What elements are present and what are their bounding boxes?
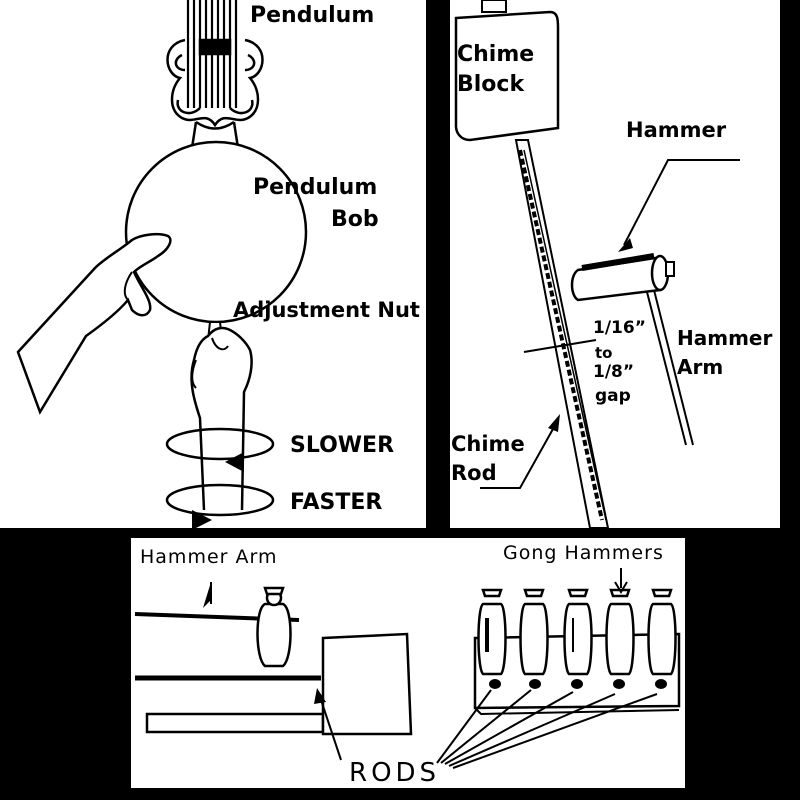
chime-block-c xyxy=(321,632,413,736)
pendulum-bob xyxy=(124,140,308,324)
right-hand xyxy=(190,326,253,511)
hammer-arm-label-c: Hammer Arm xyxy=(140,546,278,568)
chime-illustration xyxy=(454,0,740,528)
rods-arrows xyxy=(436,689,658,769)
hammer-arm-label-line1: Hammer xyxy=(677,326,773,350)
chime-block xyxy=(454,10,560,142)
pendulum-adjustment-panel: Pendulum Pendulum Bob Adjustment Nut SLO… xyxy=(0,0,426,528)
gong-illustration xyxy=(134,568,681,769)
chime-rod xyxy=(514,139,610,528)
chime-gap-panel: Chime Block Hammer Hammer Arm 1/16” to 1… xyxy=(450,0,780,528)
hammer-label: Hammer xyxy=(626,118,727,142)
adjustment-nut-label: Adjustment Nut xyxy=(233,298,420,322)
gap-label-line4: gap xyxy=(595,386,631,406)
pendulum-illustration xyxy=(16,0,308,528)
gong-hammer-3 xyxy=(563,588,593,676)
rod-ends xyxy=(489,679,667,689)
chime-block-label-line1: Chime xyxy=(457,42,535,67)
rotation-arrows xyxy=(165,427,275,517)
gong-hammer-2 xyxy=(519,588,549,676)
gap-label-line3: 1/8” xyxy=(593,362,635,382)
gong-hammers-panel: Hammer Arm Gong Hammers RODS xyxy=(131,538,685,788)
faster-label: FASTER xyxy=(290,490,383,515)
chime-block-label-line2: Block xyxy=(457,72,525,97)
lyre-ornament xyxy=(166,38,264,128)
gong-hammer-5 xyxy=(647,588,677,676)
left-hammer xyxy=(256,586,292,668)
faster-arrowhead xyxy=(192,510,212,528)
rods-label: RODS xyxy=(349,758,441,788)
gap-indicator xyxy=(523,339,597,353)
gong-hammer-1 xyxy=(477,588,507,676)
gap-label-line2: to xyxy=(595,344,613,362)
chime-rod-label-line2: Rod xyxy=(451,461,497,485)
slower-label: SLOWER xyxy=(290,433,395,458)
slower-arrowhead xyxy=(225,452,244,472)
hammer-arm-label-line2: Arm xyxy=(677,355,724,379)
pendulum-bob-label-line2: Bob xyxy=(331,207,379,232)
gong-hammer-4 xyxy=(605,588,635,676)
chime-rod-label-line1: Chime xyxy=(451,432,525,456)
gap-label-line1: 1/16” xyxy=(593,318,646,338)
left-hand xyxy=(16,232,172,415)
gong-hammers-label: Gong Hammers xyxy=(503,542,664,564)
rod-bottom xyxy=(145,712,325,734)
pendulum-label: Pendulum xyxy=(250,3,375,28)
pendulum-bob-label-line1: Pendulum xyxy=(253,175,378,200)
